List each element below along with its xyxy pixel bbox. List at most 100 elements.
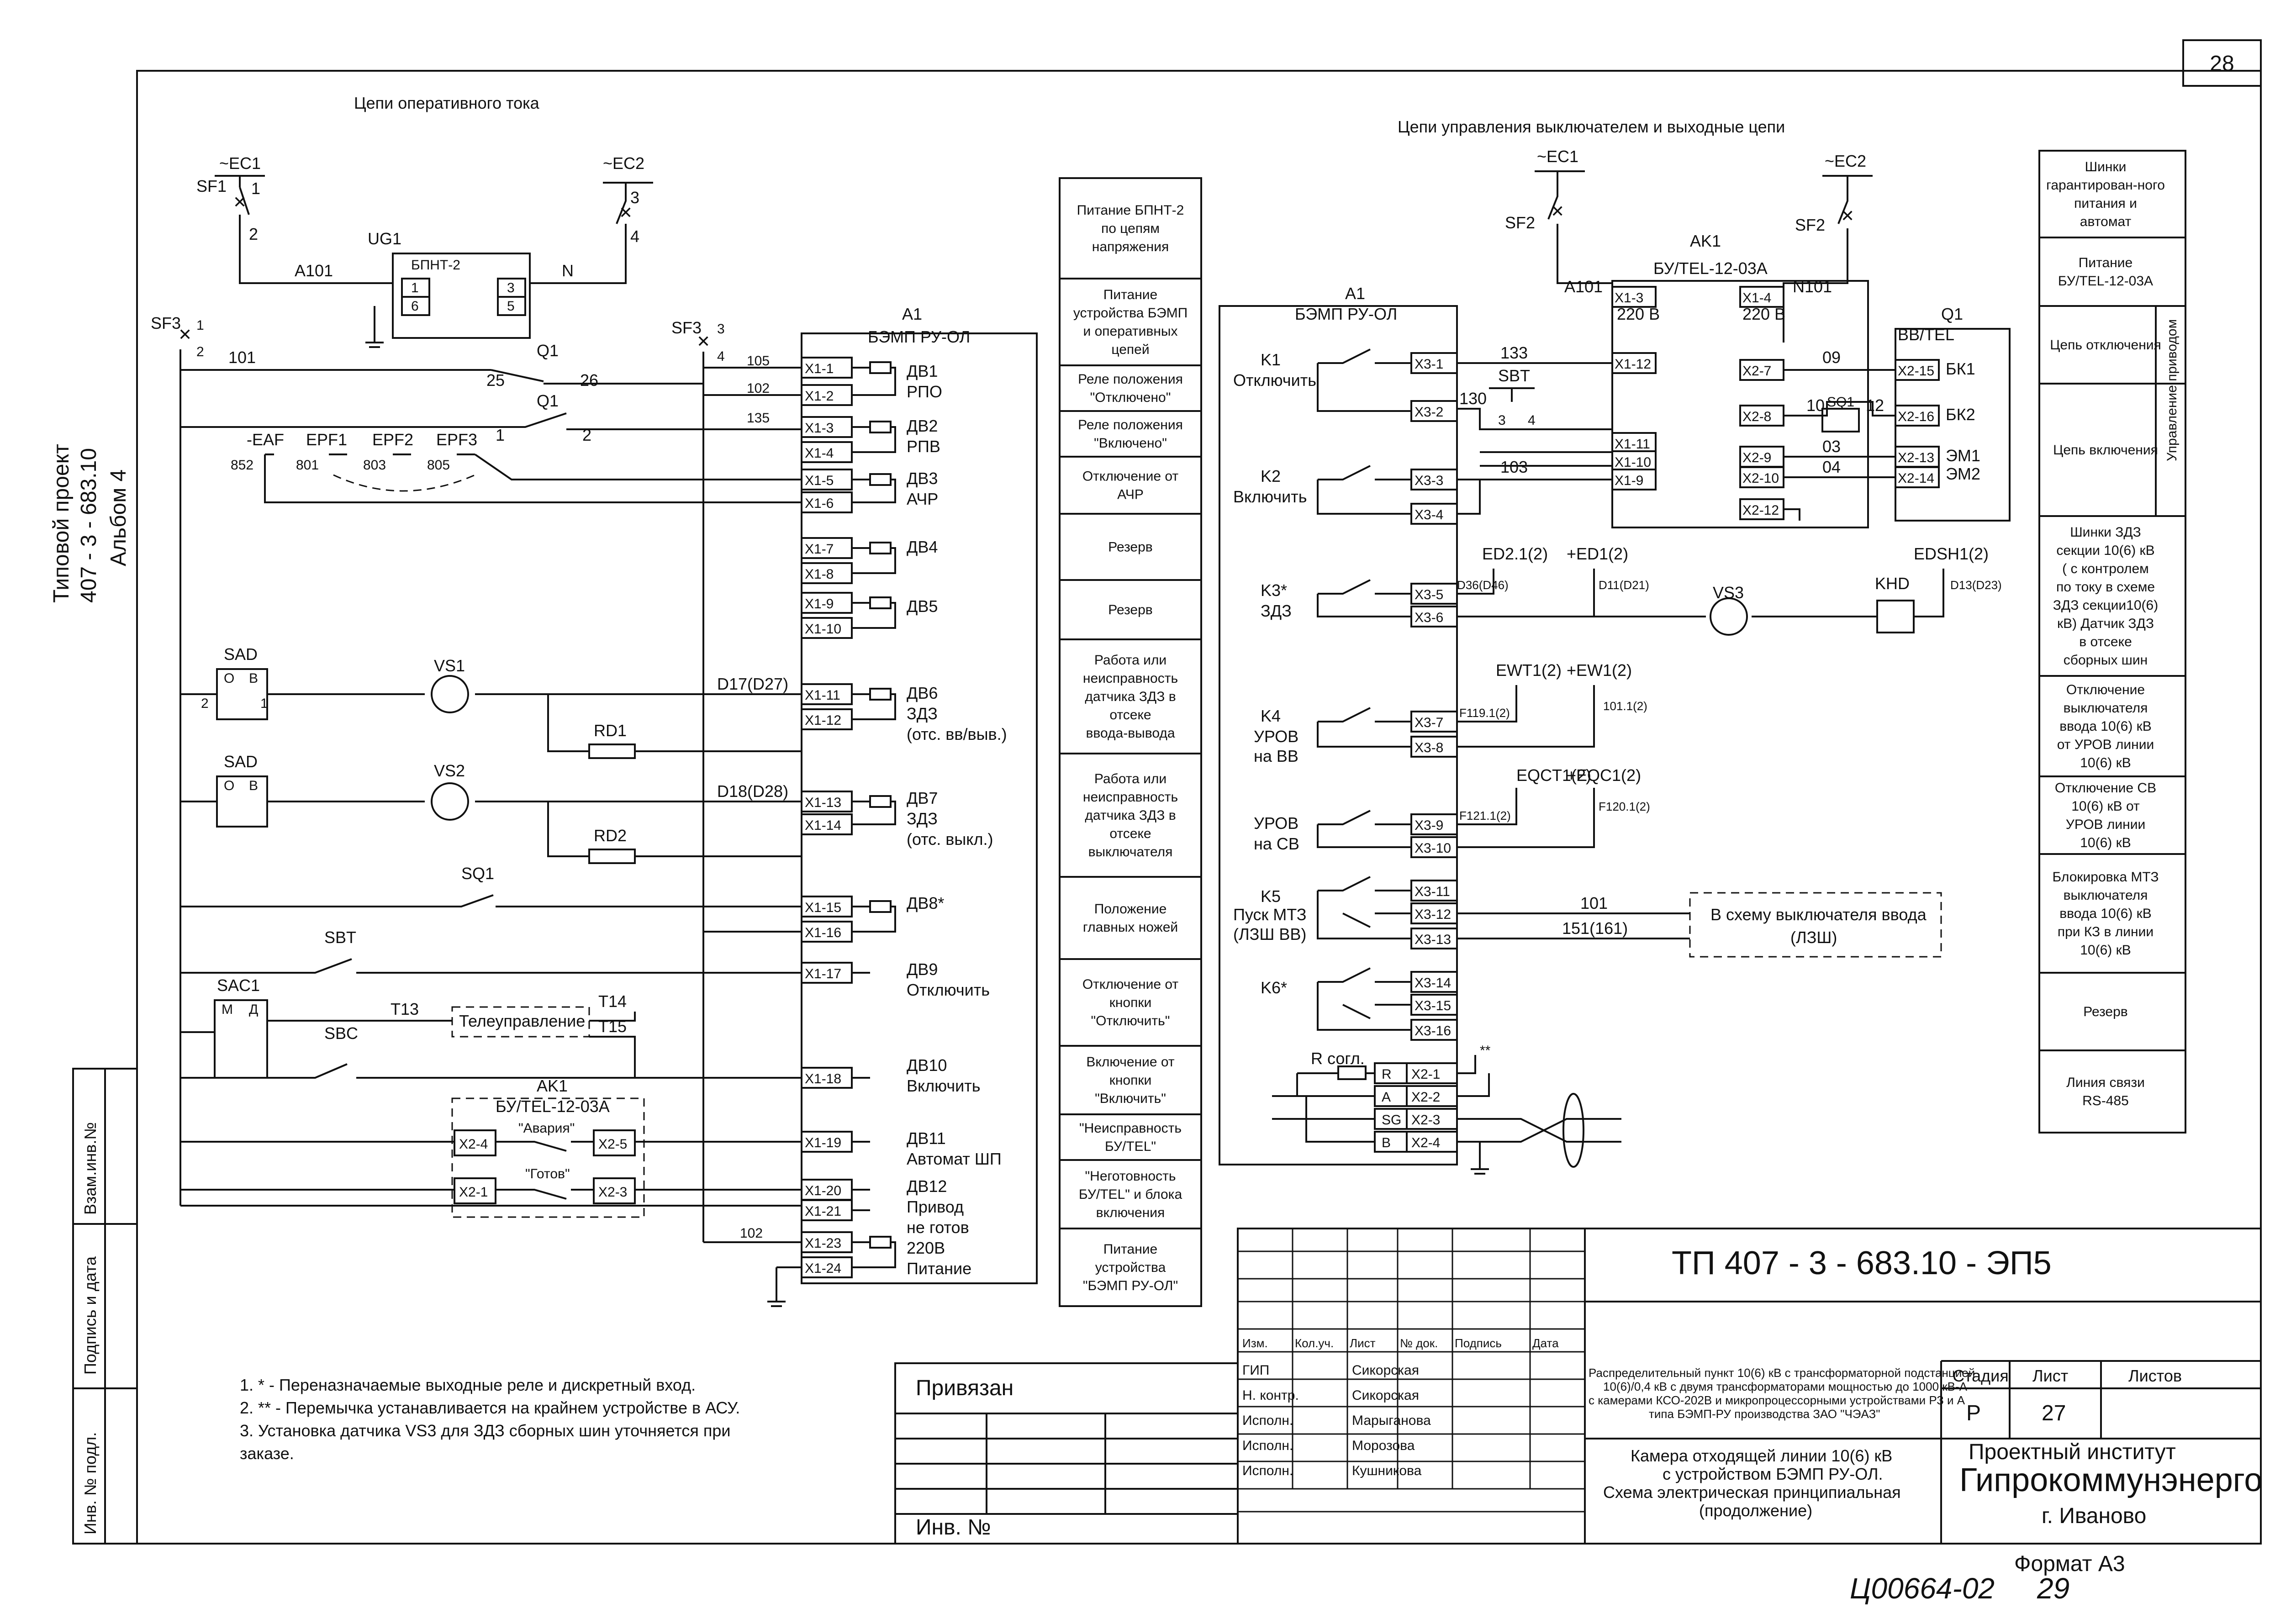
svg-text:~EC2: ~EC2 (1825, 152, 1866, 170)
svg-text:6: 6 (411, 299, 419, 314)
tb-role: Исполн. (1242, 1463, 1293, 1478)
terminal-label: X1-2 (805, 389, 834, 404)
svg-text:SQ1: SQ1 (461, 864, 494, 883)
svg-text:ДВ6: ДВ6 (907, 684, 938, 702)
svg-text:Q1: Q1 (537, 341, 559, 360)
side-stamp-line2: 407 - 3 - 683.10 (77, 448, 101, 603)
svg-text:БУ/TEL-12-03A: БУ/TEL-12-03A (1653, 259, 1768, 278)
svg-text:✕: ✕ (619, 203, 633, 222)
terminal-x1 (801, 813, 853, 835)
terminal-label: X1-13 (805, 795, 841, 810)
margin-label-vzam: Взам.инв.№ (81, 1122, 100, 1215)
svg-text:K1: K1 (1261, 350, 1281, 369)
svg-text:RD2: RD2 (594, 826, 627, 845)
right-circuit: ~EC1 ~EC2 SF2 SF2 ✕ ✕ A101 N101 A1 БЭМП … (1219, 147, 2011, 1175)
svg-text:"Авария": "Авария" (518, 1121, 575, 1136)
svg-text:135: 135 (747, 411, 770, 426)
svg-text:АЧР: АЧР (907, 490, 938, 508)
svg-text:A1: A1 (902, 305, 922, 323)
svg-text:заказе.: заказе. (240, 1444, 294, 1463)
svg-text:EDSH1(2): EDSH1(2) (1914, 544, 1989, 563)
section-title-right: Цепи управления выключателем и выходные … (1398, 117, 1785, 136)
terminal-label: X1-21 (805, 1204, 841, 1219)
svg-text:Р: Р (1966, 1401, 1981, 1425)
terminal-label: X1-3 (805, 421, 834, 436)
svg-text:Проектный институт: Проектный институт (1969, 1440, 2176, 1464)
label-ec2: ~EC2 (603, 154, 644, 173)
handwritten-page: 29 (2037, 1572, 2069, 1605)
svg-text:D11(D21): D11(D21) (1599, 578, 1649, 592)
svg-text:SAD: SAD (224, 752, 258, 771)
terminal-x1 (801, 469, 853, 490)
svg-text:на ВВ: на ВВ (1254, 747, 1298, 765)
svg-text:2: 2 (582, 426, 591, 444)
terminal-label: X3-16 (1415, 1023, 1451, 1039)
tb-header: Подпись (1455, 1336, 1502, 1350)
svg-text:SBT: SBT (324, 928, 356, 947)
terminal-label: X1-12 (1615, 357, 1651, 372)
svg-text:3: 3 (507, 280, 515, 295)
tb-role: Исполн. (1242, 1438, 1293, 1453)
label-n: N (562, 261, 574, 280)
vs2-sensor (431, 782, 469, 821)
svg-text:Гипрокоммунэнерго: Гипрокоммунэнерго (1959, 1462, 2262, 1498)
svg-text:EWT1(2): EWT1(2) (1496, 661, 1562, 680)
svg-text:O: O (224, 778, 234, 793)
tb-header: Лист (1350, 1336, 1376, 1350)
terminal-ak1 (1739, 466, 1784, 488)
svg-text:г. Иваново: г. Иваново (2042, 1504, 2146, 1528)
terminal-q1 (1895, 405, 1940, 427)
terminal-label: X3-13 (1415, 932, 1451, 947)
svg-text:D13(D23): D13(D23) (1950, 578, 2002, 592)
terminal-label: X2-9 (1742, 450, 1771, 465)
svg-text:SAC1: SAC1 (217, 976, 260, 995)
svg-text:KHD: KHD (1875, 574, 1910, 593)
side-stamp-line1: Типовой проект (49, 444, 74, 603)
svg-text:ДВ3: ДВ3 (907, 469, 938, 488)
svg-text:03: 03 (1822, 437, 1841, 456)
svg-text:Отключить: Отключить (907, 981, 990, 999)
svg-text:+EW1(2): +EW1(2) (1567, 661, 1632, 680)
svg-text:103: 103 (1500, 458, 1528, 476)
svg-text:Лист: Лист (2032, 1366, 2068, 1385)
svg-text:✕: ✕ (1551, 202, 1564, 221)
right-table-row: Цепь включения (2053, 443, 2158, 458)
svg-text:с камерами КСО-202В и микропро: с камерами КСО-202В и микропроцессорными… (1589, 1393, 1965, 1407)
tb-name: Кушникова (1352, 1463, 1422, 1478)
svg-text:3: 3 (1498, 413, 1506, 428)
svg-text:B: B (249, 778, 258, 793)
svg-text:БЭМП РУ-ОЛ: БЭМП РУ-ОЛ (868, 327, 970, 346)
tb-name: Морозова (1352, 1438, 1415, 1453)
terminal-label: X3-6 (1415, 610, 1443, 625)
svg-text:2. ** - Перемычка устанавлива: 2. ** - Перемычка устанавливается на кра… (240, 1398, 740, 1417)
svg-text:X2-1: X2-1 (459, 1185, 488, 1200)
svg-text:3: 3 (630, 188, 639, 207)
svg-text:5: 5 (507, 299, 515, 314)
svg-text:F121.1(2): F121.1(2) (1459, 809, 1511, 823)
svg-text:T13: T13 (391, 1000, 419, 1018)
tb-name: Сикорская (1352, 1388, 1419, 1403)
svg-text:ЭМ2: ЭМ2 (1946, 464, 1980, 483)
terminal-label: X1-4 (805, 446, 834, 461)
svg-text:EPF3: EPF3 (436, 430, 477, 449)
terminal-label: X2-16 (1898, 409, 1934, 424)
svg-text:+ED1(2): +ED1(2) (1567, 544, 1628, 563)
svg-text:803: 803 (363, 458, 386, 473)
terminal-x1 (801, 357, 853, 379)
svg-text:Включить: Включить (1233, 487, 1307, 506)
label-sf3-right: SF3 (671, 318, 702, 337)
svg-text:(отс. вв/выв.): (отс. вв/выв.) (907, 725, 1007, 743)
svg-text:SQ1: SQ1 (1827, 395, 1854, 410)
privyazan-block: Привязан Инв. № (894, 1362, 1239, 1545)
tb-header: № док. (1400, 1336, 1438, 1350)
archive-number: Ц00664-02 (1850, 1572, 1995, 1605)
svg-text:VS2: VS2 (434, 761, 465, 780)
side-stamp: Типовой проект 407 - 3 - 683.10 Альбом 4 (49, 444, 131, 603)
terminal-label: X3-11 (1415, 884, 1450, 899)
